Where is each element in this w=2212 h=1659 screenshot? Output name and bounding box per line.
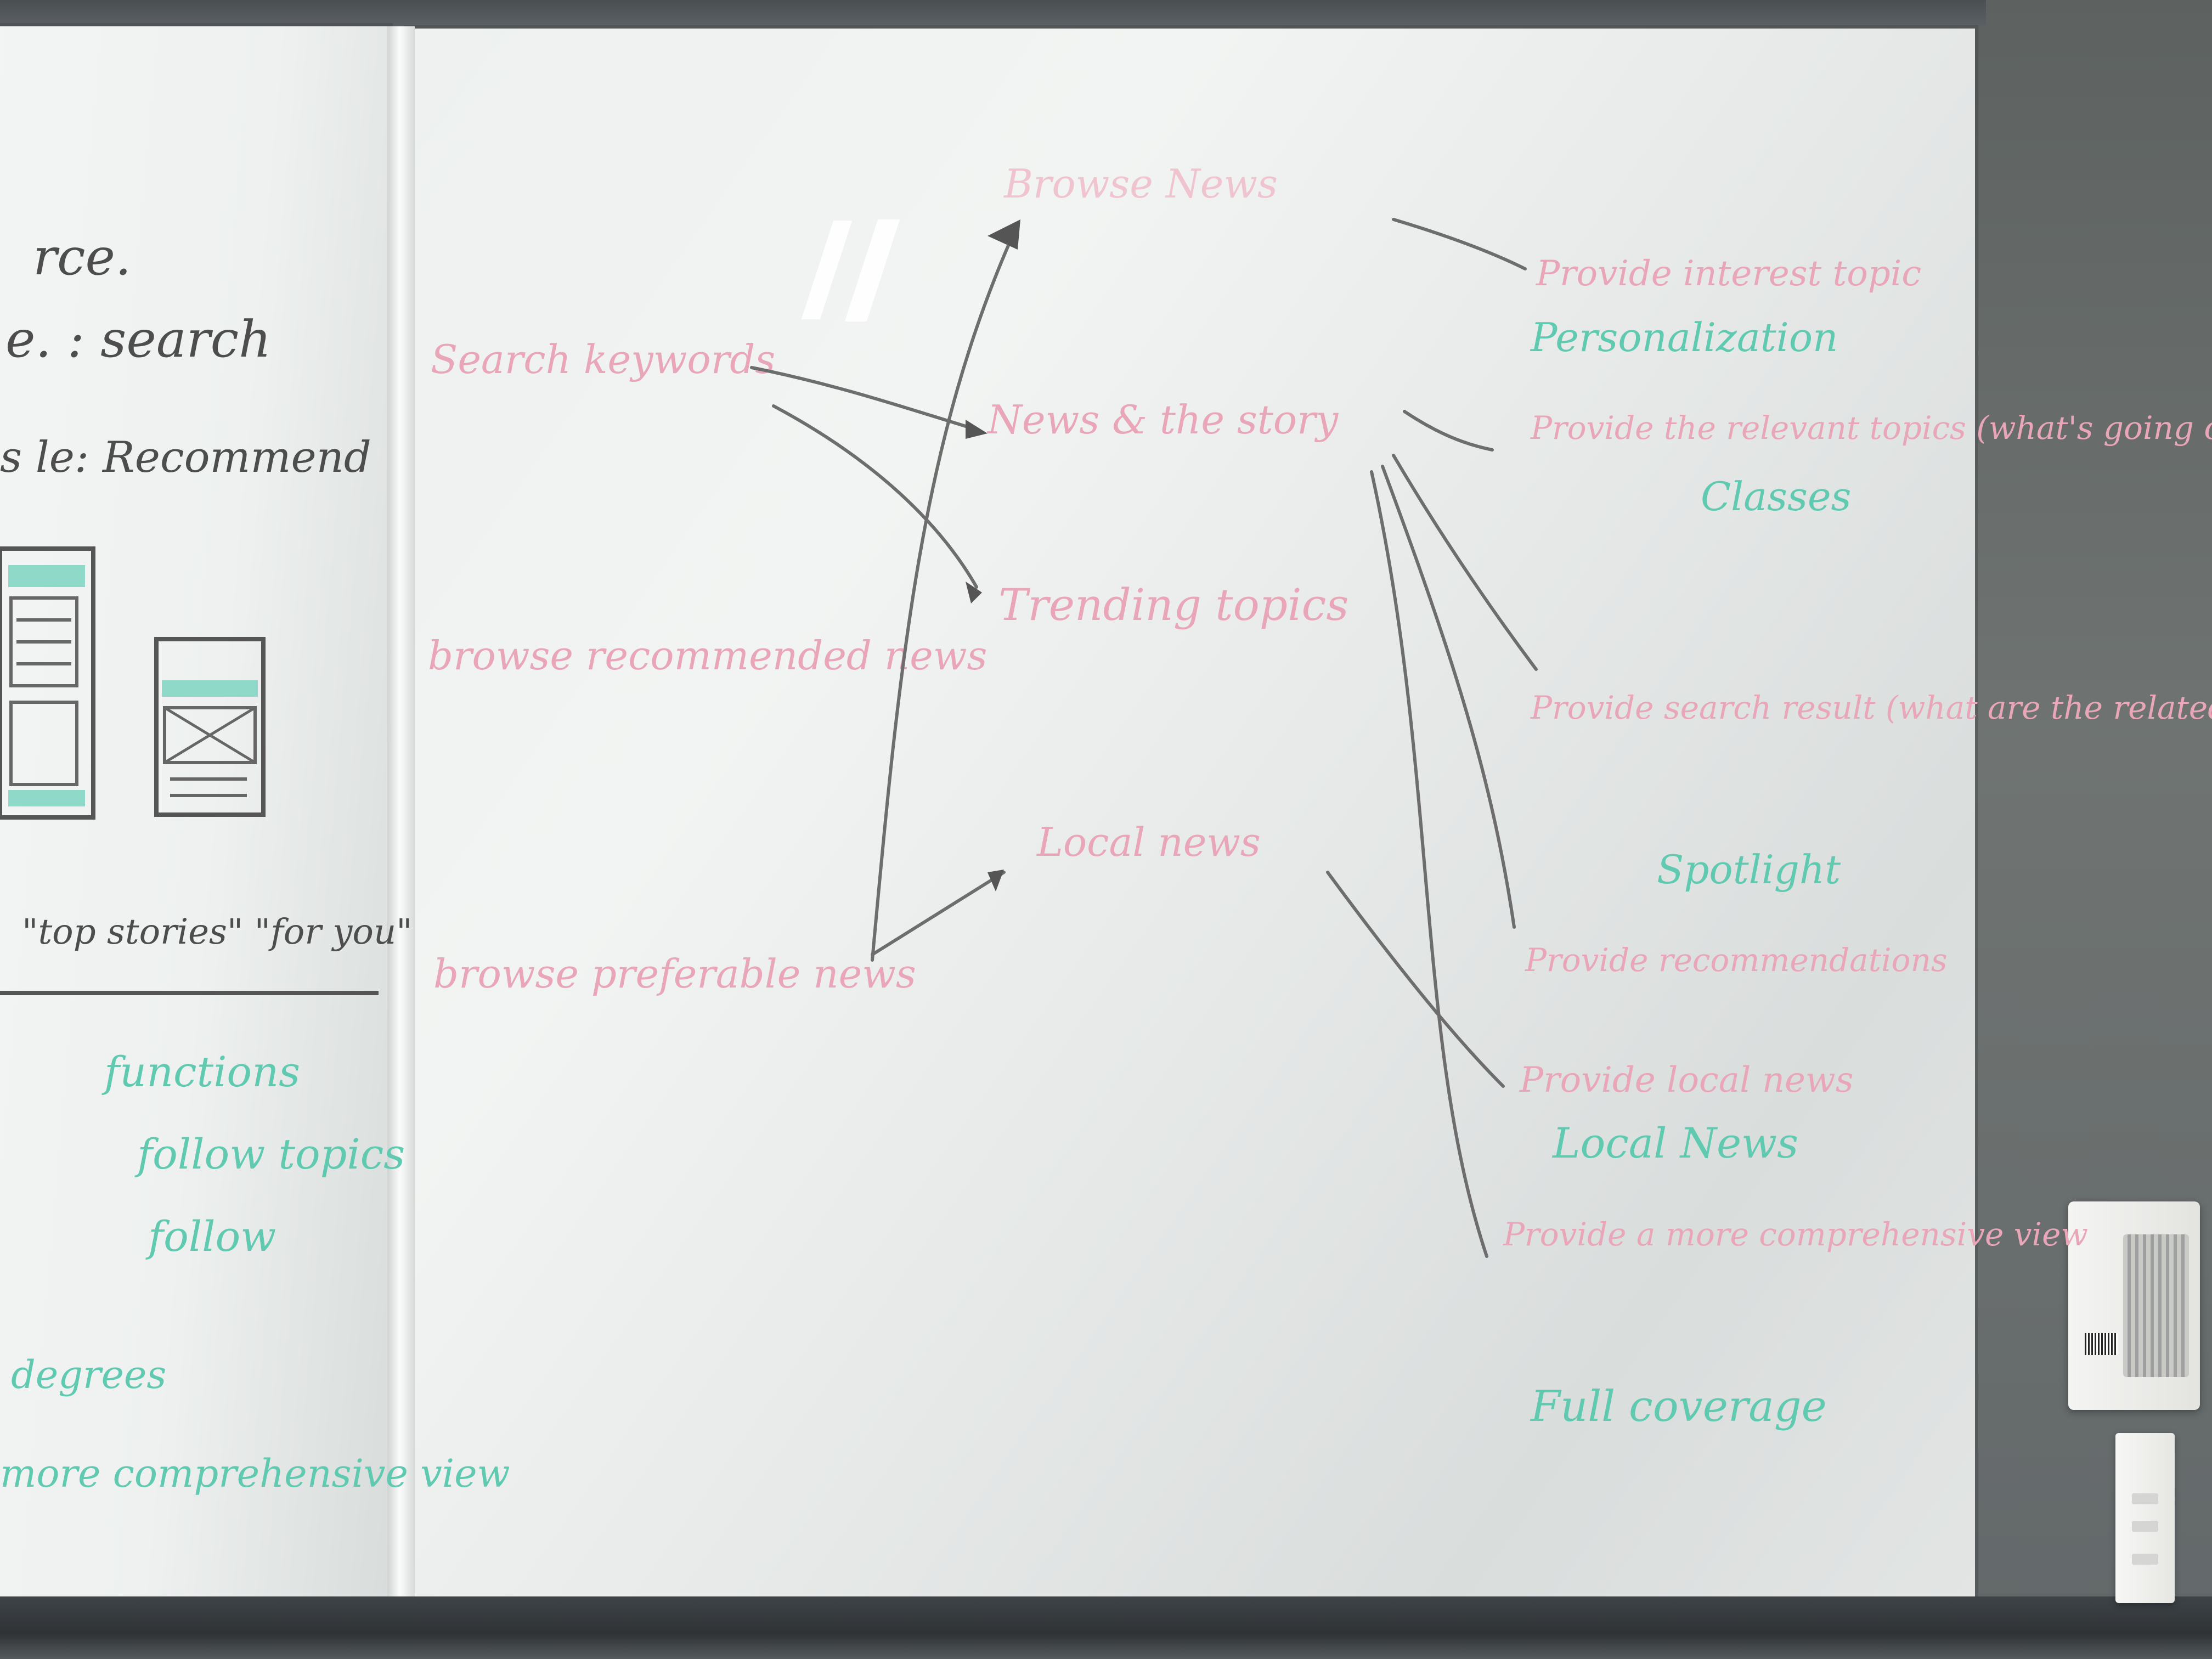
label-spotlight: Spotlight [1657, 847, 1841, 893]
provide-1: Provide interest topic [1536, 253, 1921, 294]
provide-5: Provide local news [1519, 1060, 1854, 1101]
feature-3: Trending topics [998, 579, 1348, 630]
label-personalization: Personalization [1530, 314, 1838, 360]
left-line-2: e. : search [5, 310, 271, 369]
label-full-coverage: Full coverage [1530, 1382, 1827, 1431]
connector-story-to-search [1392, 454, 1538, 671]
connector-search-to-news [750, 366, 973, 430]
connector-story-to-recommend [1381, 465, 1516, 929]
feature-2: News & the story [986, 397, 1339, 443]
top-rail [0, 0, 1986, 26]
arrowheads [966, 219, 1020, 891]
connector-preferable-to-local [871, 871, 1006, 956]
thermostat-grille [2123, 1234, 2189, 1377]
left-tabs-label: "top stories" "for you" [22, 912, 413, 952]
wireframe-sketch-2 [154, 637, 266, 817]
connector-preferable-to-browse [871, 229, 1017, 962]
feature-4: Local news [1036, 819, 1261, 865]
main-whiteboard [407, 29, 1975, 1601]
left-line-1: rce. [33, 228, 131, 286]
connector-lines [750, 218, 1538, 1258]
left-line-3: s le: Recommend [0, 433, 371, 482]
bottom-rail [0, 1596, 2212, 1659]
board-divider [387, 26, 415, 1601]
connector-search-to-trending [772, 404, 978, 589]
thermostat-barcode [2085, 1333, 2118, 1355]
wireframe-sketch-1 [0, 546, 95, 820]
connector-browse-to-interest [1392, 218, 1527, 270]
switch-key [2132, 1554, 2158, 1565]
switch-key [2132, 1521, 2158, 1532]
left-bottom-2: more comprehensive view [0, 1451, 510, 1496]
left-bottom-1: degrees [11, 1352, 166, 1397]
provide-6: Provide a more comprehensive view [1503, 1216, 2088, 1253]
wall-thermostat [2068, 1201, 2200, 1410]
provide-4: Provide recommendations [1525, 941, 1948, 979]
label-local-news: Local News [1551, 1119, 1798, 1167]
user-need-3: browse preferable news [433, 951, 916, 997]
left-functions: functions [101, 1047, 300, 1096]
connector-story-to-comprehensive [1370, 470, 1488, 1258]
switch-key [2132, 1493, 2158, 1504]
provide-2: Provide the relevant topics (what's goin… [1530, 409, 2212, 447]
light-switch [2115, 1433, 2175, 1603]
feature-1: Browse News [1003, 161, 1278, 207]
label-classes: Classes [1701, 473, 1852, 520]
connector-story-to-relevant [1403, 410, 1494, 452]
user-need-2: browse recommended news [428, 633, 987, 679]
left-follow-2: follow [145, 1212, 276, 1261]
user-need-1: Search keywords [431, 336, 775, 382]
left-follow-topics: follow topics [134, 1130, 405, 1178]
connector-local-to-provide [1326, 871, 1505, 1088]
provide-3: Provide search result (what are the rela… [1530, 689, 2212, 726]
